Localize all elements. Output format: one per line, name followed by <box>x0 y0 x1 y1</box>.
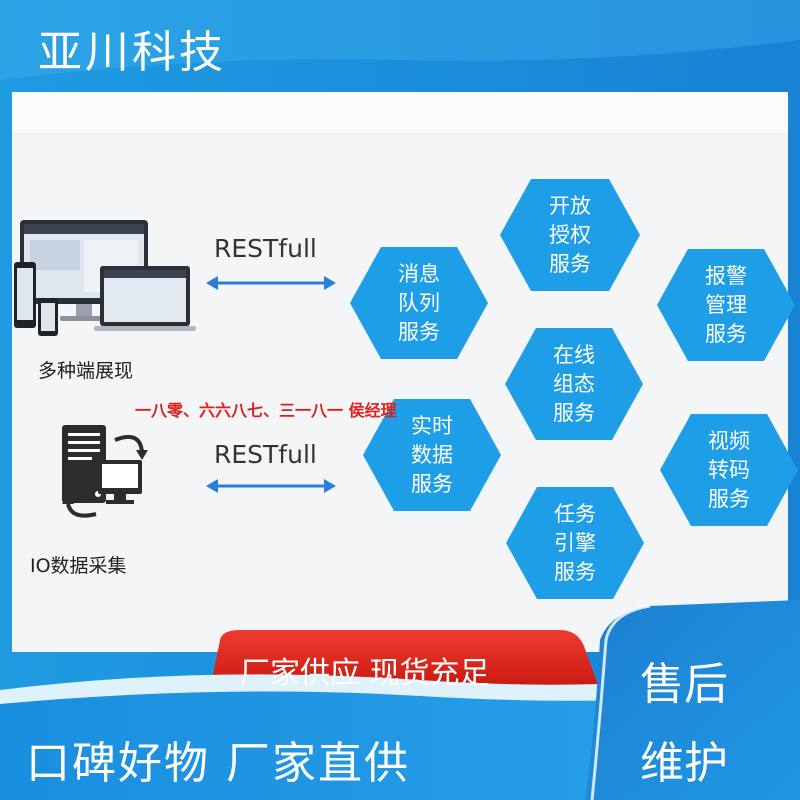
service-label-line: 任务 <box>554 502 596 526</box>
content-header-strip <box>12 92 788 134</box>
service-label-open-auth: 开放 授权 服务 <box>515 192 625 279</box>
service-label-line: 服务 <box>554 560 596 584</box>
after-sales-panel-edge <box>590 604 651 800</box>
service-label-line: 服务 <box>549 252 591 276</box>
io-collection-icon <box>62 425 148 518</box>
service-label-line: 服务 <box>411 472 453 496</box>
contact-overlay-text: 一八零、六六八七、三一八一 侯经理 <box>135 401 397 420</box>
rest-arrow-top <box>206 276 336 290</box>
service-label-line: 服务 <box>553 401 595 425</box>
brand-title: 亚川科技 <box>38 27 226 78</box>
rest-arrow-bottom <box>206 479 336 493</box>
service-label-line: 实时 <box>411 414 453 438</box>
service-label-online-config: 在线 组态 服务 <box>519 341 629 428</box>
service-label-line: 开放 <box>549 194 591 218</box>
hex-online-config <box>505 328 643 440</box>
service-label-task-engine: 任务 引擎 服务 <box>520 500 630 587</box>
service-label-line: 转码 <box>708 458 750 482</box>
hex-video-transcode <box>660 414 798 526</box>
service-label-line: 队列 <box>398 291 440 315</box>
service-label-line: 服务 <box>708 487 750 511</box>
footer-slogan: 口碑好物 厂家直供 <box>26 738 410 789</box>
service-label-alarm-management: 报警 管理 服务 <box>671 262 781 349</box>
io-collection-caption: IO数据采集 <box>30 555 127 577</box>
rest-label-top: RESTfull <box>214 234 317 263</box>
service-hexagons <box>350 179 798 599</box>
service-label-line: 在线 <box>553 343 595 367</box>
hex-open-auth <box>500 179 640 291</box>
content-panel <box>12 92 788 652</box>
clients-caption: 多种端展现 <box>38 360 134 382</box>
service-label-line: 报警 <box>705 264 747 288</box>
devices-illustration <box>14 220 196 336</box>
rest-label-bottom: RESTfull <box>214 440 317 469</box>
hex-message-queue <box>350 247 488 359</box>
service-label-line: 服务 <box>398 320 440 344</box>
frame-wave <box>0 0 800 80</box>
after-sales-line1: 售后 <box>640 659 728 710</box>
service-label-video-transcode: 视频 转码 服务 <box>674 427 784 514</box>
service-label-message-queue: 消息 队列 服务 <box>364 260 474 347</box>
service-label-realtime-data: 实时 数据 服务 <box>377 412 487 499</box>
service-label-line: 授权 <box>549 223 591 247</box>
ribbon-text: 厂家供应 现货充足 <box>240 656 490 691</box>
hex-realtime-data <box>363 399 501 511</box>
service-label-line: 管理 <box>705 293 747 317</box>
after-sales-panel <box>585 600 800 800</box>
service-label-line: 视频 <box>708 429 750 453</box>
after-sales-line2: 维护 <box>640 738 728 789</box>
service-label-line: 数据 <box>411 443 453 467</box>
hex-task-engine <box>506 487 644 599</box>
service-label-line: 消息 <box>398 262 440 286</box>
service-label-line: 组态 <box>553 372 595 396</box>
hex-alarm-management <box>657 249 795 361</box>
service-label-line: 引擎 <box>554 531 596 555</box>
service-label-line: 服务 <box>705 322 747 346</box>
